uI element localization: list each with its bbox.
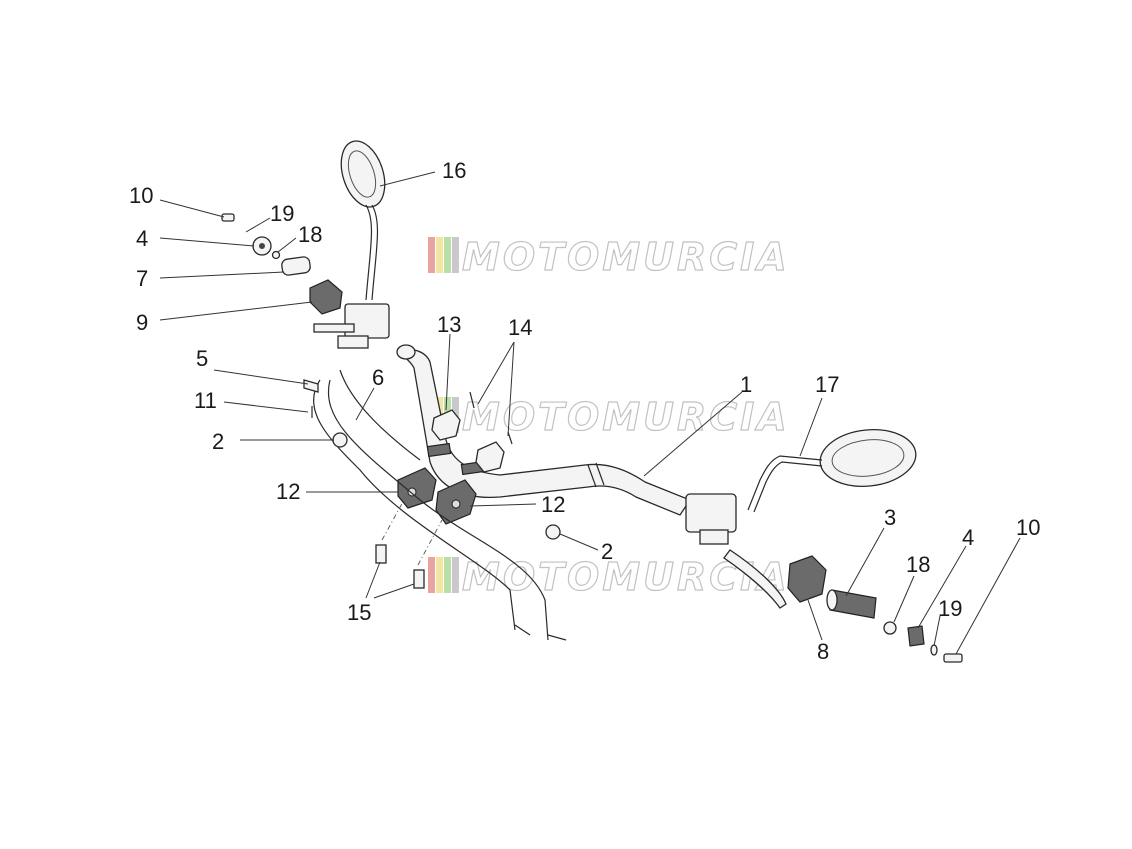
part-2-nut-left [332,432,348,448]
callout-3: 3 [884,505,896,530]
watermark-stripe-green [444,237,451,273]
callout-19-left: 19 [270,201,294,226]
callout-19-right: 19 [938,596,962,621]
watermark-stripe-yellow [436,557,443,593]
callout-2-right: 2 [601,539,613,564]
watermark-bottom: MOTOMURCIA [428,554,790,600]
riser-bolts [375,499,443,589]
callouts: 10 19 4 18 7 9 16 13 14 5 6 11 2 12 12 2… [129,158,1040,664]
watermark-text: MOTOMURCIA [462,235,790,279]
watermark-stripe-gray [452,237,459,273]
watermark-stripe-red [428,557,435,593]
callout-6: 6 [372,365,384,390]
left-grip [281,256,311,276]
callout-17: 17 [815,372,839,397]
callout-18-left: 18 [298,222,322,247]
riser-clamp-right [435,479,477,525]
callout-11: 11 [194,388,217,413]
right-bar-end [883,621,963,663]
watermark-stripe-red [428,237,435,273]
right-grip [826,589,877,619]
watermark-stripe-gray [452,557,459,593]
callout-12-left: 12 [276,479,300,504]
watermark-stripe-green [444,557,451,593]
callout-18-right: 18 [906,552,930,577]
clamp-part-13 [431,409,461,441]
callout-10-left: 10 [129,183,153,208]
watermark-text: MOTOMURCIA [462,555,790,599]
watermark-text: MOTOMURCIA [462,395,790,439]
part-2-nut-right [545,524,561,540]
callout-16: 16 [442,158,466,183]
callout-5: 5 [196,346,208,371]
leader-lines [159,171,1021,655]
callout-14: 14 [508,315,532,340]
callout-8: 8 [817,639,829,664]
right-master-cylinder [685,493,787,609]
callout-9: 9 [136,310,148,335]
mirror-right [747,429,917,513]
right-switch-housing [787,555,827,603]
callout-4-right: 4 [962,525,974,550]
callout-12-right: 12 [541,492,565,517]
handlebar-tube [396,344,691,516]
left-master-cylinder [313,303,390,349]
callout-2-left: 2 [212,429,224,454]
callout-1: 1 [740,372,752,397]
callout-15: 15 [347,600,371,625]
clamp-part-14 [469,391,513,473]
riser-clamp-left [397,467,437,509]
watermark-top: MOTOMURCIA [428,234,790,280]
left-switch-housing [309,279,343,315]
callout-7: 7 [136,266,148,291]
cables [313,369,567,641]
mirror-left [340,140,386,301]
callout-13: 13 [437,312,461,337]
watermark-stripe-yellow [436,237,443,273]
callout-10-right: 10 [1016,515,1040,540]
callout-4-left: 4 [136,226,148,251]
part-5-bracket [303,379,319,393]
watermark-middle: MOTOMURCIA [428,394,790,440]
left-bar-end [221,213,281,260]
